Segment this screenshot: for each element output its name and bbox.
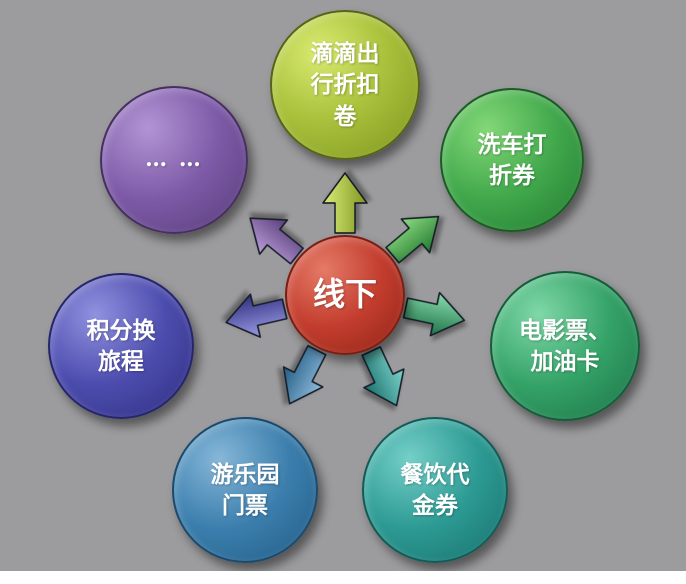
node-didi-discount-coupon: 滴滴出 行折扣 卷: [270, 10, 420, 160]
node-movie-ticket-fuel-card: 电影票、 加油卡: [490, 271, 640, 421]
node-amusement-park-ticket: 游乐园 门票: [172, 417, 318, 563]
arrow-left-icon: [225, 293, 288, 338]
node-label: … …: [145, 146, 203, 173]
node-label: 餐饮代 金券: [400, 460, 470, 519]
node-center-offline: 线下: [285, 235, 405, 355]
node-ellipsis-more: … …: [100, 86, 248, 234]
node-car-wash-coupon: 洗车打 折券: [440, 88, 584, 232]
node-label: 洗车打 折券: [477, 130, 547, 189]
node-dining-voucher: 餐饮代 金券: [362, 417, 508, 563]
arrow-down-right-icon: [361, 346, 405, 407]
arrow-right-icon: [402, 291, 466, 337]
node-label: 滴滴出 行折扣 卷: [310, 40, 380, 130]
bottom-strip: [0, 571, 686, 584]
node-label: 电影票、 加油卡: [519, 316, 611, 375]
arrow-up-icon: [322, 172, 368, 234]
center-label: 线下: [312, 275, 377, 314]
node-points-for-travel: 积分换 旅程: [48, 273, 194, 419]
node-label: 游乐园 门票: [210, 460, 280, 519]
node-label: 积分换 旅程: [86, 316, 156, 375]
